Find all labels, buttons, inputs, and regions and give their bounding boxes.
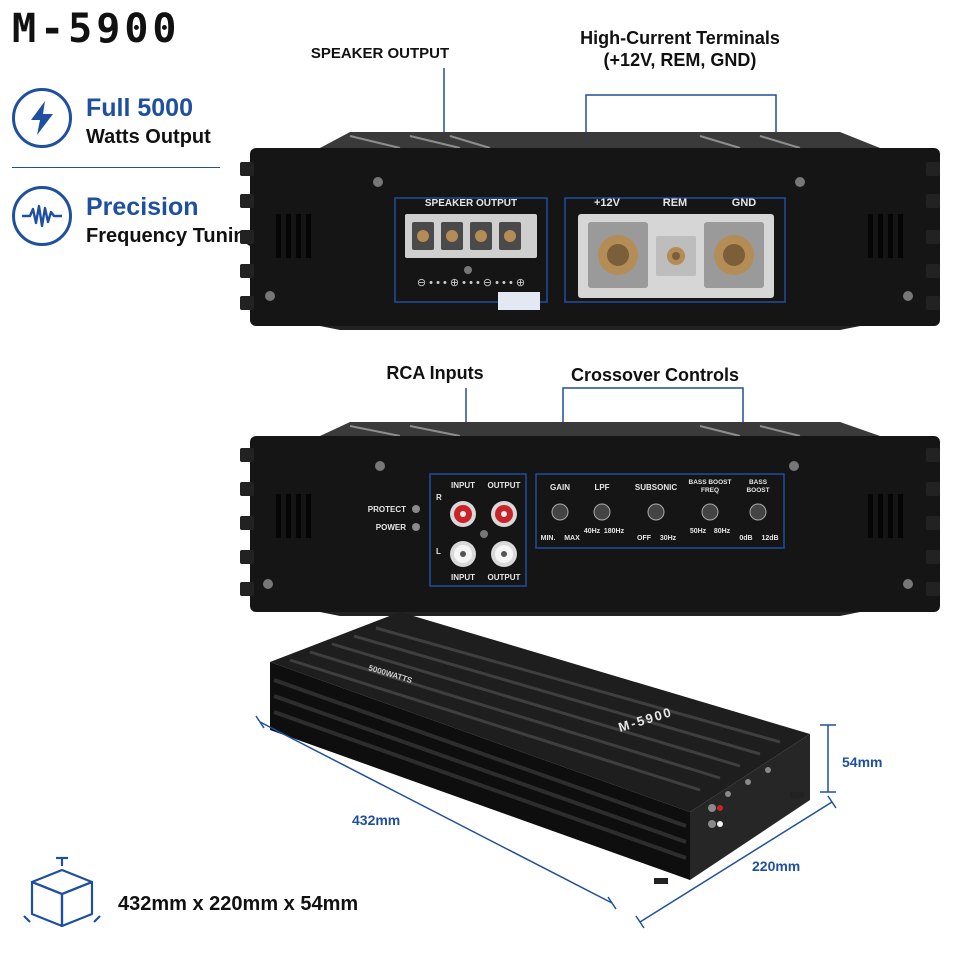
- lpf-min-label: 40Hz: [584, 528, 601, 535]
- product-title: M-5900: [12, 6, 181, 52]
- bass-boost-freq-label-1: BASS BOOST: [689, 479, 732, 486]
- dimensions-summary: 432mm x 220mm x 54mm: [118, 893, 359, 915]
- subsonic-label: SUBSONIC: [635, 483, 677, 492]
- amp-product-photo: 5000WATTS M-5900: [270, 612, 810, 884]
- callout-rca-inputs: RCA Inputs: [386, 363, 484, 383]
- subsonic-knob[interactable]: [647, 503, 665, 521]
- speaker-polarity-row: ⊖ • • • ⊕ • • • ⊖ • • • ⊕: [417, 277, 525, 289]
- bass-boost-freq-max-label: 80Hz: [714, 528, 731, 535]
- rca-l-label: L: [436, 547, 441, 556]
- amp-front-panel: SPEAKER OUTPUT ⊖ • • • ⊕ • • • ⊖ • • • ⊕…: [240, 132, 940, 330]
- bass-boost-freq-knob[interactable]: [701, 503, 719, 521]
- callout-high-current-line1: High-Current Terminals: [580, 28, 780, 48]
- terminal-rem-label: REM: [663, 197, 687, 209]
- box-dimensions-icon: [23, 856, 101, 928]
- callout-high-current-line2: (+12V, REM, GND): [603, 50, 757, 70]
- lpf-label: LPF: [594, 483, 609, 492]
- rca-input-bottom-label: INPUT: [451, 573, 475, 582]
- bass-boost-label-1: BASS: [749, 479, 768, 486]
- gain-knob[interactable]: [551, 503, 569, 521]
- power-led-label: POWER: [376, 523, 406, 532]
- feature-2-main: Precision: [86, 193, 199, 221]
- bass-boost-max-label: 12dB: [761, 535, 778, 542]
- rca-input-top-label: INPUT: [451, 481, 475, 490]
- front-speaker-output-label: SPEAKER OUTPUT: [425, 198, 517, 209]
- bass-boost-knob[interactable]: [749, 503, 767, 521]
- bass-boost-min-label: 0dB: [739, 535, 752, 542]
- feature-1-main: Full 5000: [86, 94, 193, 122]
- bass-boost-freq-min-label: 50Hz: [690, 528, 707, 535]
- gain-min-label: MIN.: [541, 535, 556, 542]
- dimension-width-label: 220mm: [752, 858, 801, 874]
- amp-rear-panel: PROTECT POWER R L INPUT OUTPUT INPUT OUT…: [240, 422, 940, 616]
- gain-max-label: MAX: [564, 535, 580, 542]
- subsonic-min-label: OFF: [637, 535, 652, 542]
- rca-output-bottom-label: OUTPUT: [488, 573, 521, 582]
- callout-crossover-controls: Crossover Controls: [570, 365, 740, 385]
- protect-led-label: PROTECT: [368, 505, 406, 514]
- lpf-max-label: 180Hz: [604, 528, 625, 535]
- rca-r-label: R: [436, 493, 442, 502]
- rca-output-top-label: OUTPUT: [488, 481, 521, 490]
- bass-boost-freq-label-2: FREQ: [701, 487, 719, 494]
- gain-label: GAIN: [550, 483, 570, 492]
- terminal-12v-label: +12V: [594, 197, 621, 209]
- subsonic-max-label: 30Hz: [660, 535, 677, 542]
- dimension-height-label: 54mm: [842, 754, 883, 770]
- feature-1-sub: Watts Output: [86, 126, 211, 148]
- callout-speaker-output: SPEAKER OUTPUT: [310, 45, 450, 62]
- terminal-gnd-label: GND: [732, 197, 757, 209]
- bass-boost-label-2: BOOST: [746, 487, 769, 494]
- waveform-icon: [12, 186, 72, 246]
- feature-divider: [12, 167, 220, 168]
- lightning-bolt-icon: [12, 88, 72, 148]
- dimension-length-label: 432mm: [352, 812, 401, 828]
- lpf-knob[interactable]: [593, 503, 611, 521]
- feature-2-sub: Frequency Tuning: [86, 225, 258, 247]
